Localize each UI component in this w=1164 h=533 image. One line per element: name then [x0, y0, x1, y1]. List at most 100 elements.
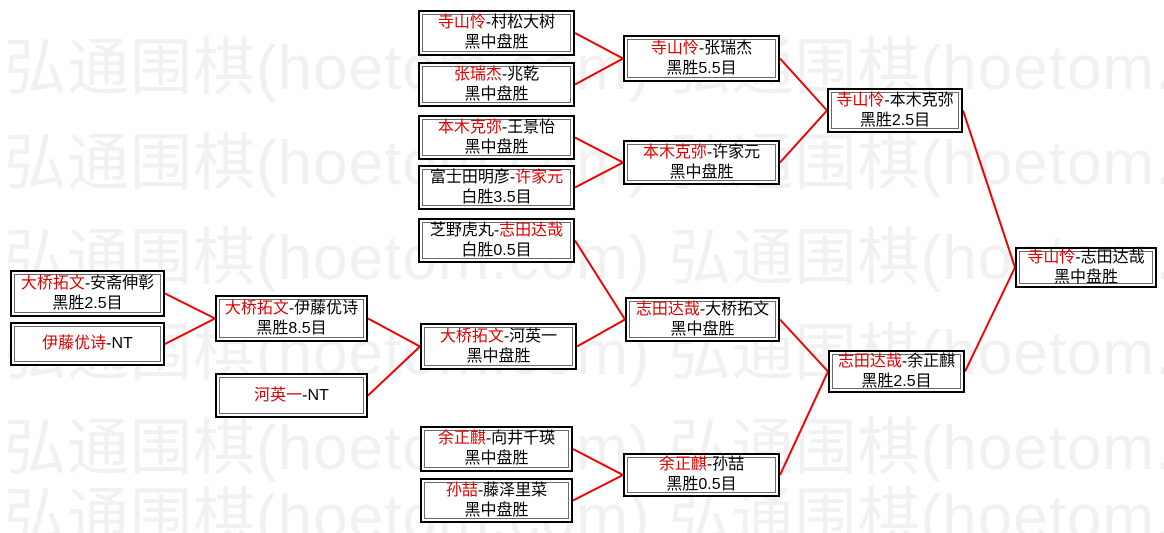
winner-name: 志田达哉 — [837, 352, 902, 370]
connector-line — [779, 318, 829, 373]
name-separator: - — [485, 430, 492, 447]
match-box-d2: 本木克弥-许家元黑中盘胜 — [623, 140, 780, 185]
match-players: 寺山怜-张瑞杰 — [651, 39, 752, 59]
match-result: 黑中盘胜 — [464, 501, 529, 519]
connector-line — [367, 317, 421, 348]
name-separator: - — [509, 168, 516, 186]
match-box-f1: 寺山怜-志田达哉黑中盘胜 — [1015, 247, 1157, 288]
winner-name: 大桥拓文 — [224, 299, 289, 317]
match-box-c3: 本木克弥-王景怡黑中盘胜 — [418, 115, 575, 160]
match-box-a2: 伊藤优诗-NT — [10, 322, 165, 366]
winner-name: 寺山怜 — [437, 14, 486, 31]
watermark-text: 弘通围棋(hoetom.com) 弘通围棋(hoetom.com) — [4, 34, 1164, 103]
match-result: 黑中盘胜 — [464, 138, 529, 156]
player-name: 志田达哉 — [1080, 248, 1145, 266]
match-box-a1: 大桥拓文-安斋伸彰黑胜2.5目 — [10, 270, 165, 317]
connector-line — [572, 474, 624, 502]
connector-line — [164, 292, 216, 320]
match-players: 余正麒-向井千瑛 — [438, 429, 555, 449]
match-players: 孙喆-藤泽里菜 — [446, 481, 547, 501]
connector-line — [574, 57, 624, 86]
connector-line — [164, 317, 216, 345]
match-result: 黑胜2.5目 — [861, 372, 932, 390]
connector-line — [574, 161, 624, 189]
winner-name: 志田达哉 — [499, 221, 564, 239]
watermark-text: 弘通围棋(hoetom.com) 弘通围棋(hoetom.com) — [4, 414, 1164, 483]
match-players: 大桥拓文-安斋伸彰 — [21, 274, 154, 294]
match-players: 寺山怜-村松大树 — [438, 13, 555, 33]
name-separator: - — [477, 481, 484, 499]
winner-name: 志田达哉 — [635, 300, 700, 318]
winner-name: 许家元 — [515, 168, 564, 186]
connector-line — [576, 318, 626, 348]
player-name: 村松大树 — [491, 14, 556, 31]
name-separator: - — [706, 143, 713, 161]
player-name: 河英一 — [509, 327, 558, 345]
match-box-c2: 张瑞杰-兆乾黑中盘胜 — [418, 62, 575, 107]
player-name: 安斋伸彰 — [90, 274, 155, 292]
name-separator: - — [493, 221, 500, 239]
winner-name: 本木克弥 — [642, 143, 707, 161]
winner-name: 张瑞杰 — [453, 65, 502, 83]
player-name: 伊藤优诗 — [294, 299, 359, 317]
match-players: 大桥拓文-河英一 — [440, 327, 557, 347]
name-separator: - — [706, 456, 713, 473]
match-result: 黑中盘胜 — [464, 85, 529, 103]
match-box-c6: 大桥拓文-河英一黑中盘胜 — [420, 323, 577, 370]
winner-name: 本木克弥 — [437, 118, 502, 136]
player-name: 向井千瑛 — [491, 430, 556, 447]
player-name: 余正麒 — [907, 352, 956, 370]
winner-name: 伊藤优诗 — [42, 335, 107, 352]
winner-name: 大桥拓文 — [20, 274, 85, 292]
connector-line — [779, 57, 828, 112]
winner-name: 孙喆 — [445, 481, 478, 499]
name-separator: - — [302, 386, 308, 404]
match-box-d4: 余正麒-孙喆黑胜0.5目 — [623, 453, 780, 497]
winner-name: 大桥拓文 — [439, 327, 504, 345]
match-box-e2: 志田达哉-余正麒黑胜2.5目 — [828, 350, 965, 393]
name-separator: - — [288, 299, 295, 317]
name-separator: - — [503, 327, 510, 345]
match-result: 黑中盘胜 — [464, 450, 529, 467]
match-box-d1: 寺山怜-张瑞杰黑胜5.5目 — [623, 35, 780, 82]
match-box-b2: 河英一-NT — [215, 373, 368, 418]
match-players: 张瑞杰-兆乾 — [454, 65, 539, 85]
connector-line — [574, 239, 626, 321]
name-separator: - — [501, 65, 508, 83]
connector-line — [367, 345, 421, 397]
watermark-text: 弘通围棋(hoetom.com) 弘通围棋(hoetom.com) — [4, 319, 1164, 388]
match-players: 伊藤优诗-NT — [42, 334, 133, 354]
connector-line — [574, 32, 624, 60]
player-name: 大桥拓文 — [705, 300, 770, 318]
match-box-e1: 寺山怜-本木克弥黑胜2.5目 — [827, 88, 963, 133]
match-result: 白胜0.5目 — [461, 241, 532, 259]
player-name: NT — [307, 386, 329, 404]
name-separator: - — [699, 300, 706, 318]
match-result: 黑胜8.5目 — [256, 319, 327, 337]
match-result: 黑胜2.5目 — [859, 111, 931, 129]
match-players: 芝野虎丸-志田达哉 — [430, 221, 563, 241]
match-box-c8: 孙喆-藤泽里菜黑中盘胜 — [420, 478, 573, 523]
match-players: 富士田明彦-许家元 — [430, 168, 563, 188]
player-name: NT — [111, 335, 133, 352]
name-separator: - — [1075, 248, 1081, 266]
match-box-d3: 志田达哉-大桥拓文黑中盘胜 — [625, 297, 780, 342]
match-players: 本木克弥-王景怡 — [438, 118, 555, 138]
match-box-b1: 大桥拓文-伊藤优诗黑胜8.5目 — [215, 295, 368, 342]
winner-name: 寺山怜 — [1027, 248, 1076, 266]
player-name: 藤泽里菜 — [483, 481, 548, 499]
connector-line — [572, 448, 624, 476]
winner-name: 寺山怜 — [650, 39, 699, 57]
match-players: 寺山怜-本木克弥 — [836, 91, 953, 111]
match-players: 志田达哉-余正麒 — [838, 352, 955, 372]
match-players: 河英一-NT — [254, 386, 329, 406]
match-result: 黑胜2.5目 — [52, 294, 123, 312]
name-separator: - — [901, 352, 908, 370]
match-result: 黑中盘胜 — [669, 163, 734, 181]
connector-line — [779, 109, 828, 164]
winner-name: 余正麒 — [437, 430, 486, 447]
name-separator: - — [84, 274, 91, 292]
connector-line — [779, 371, 829, 476]
match-result: 白胜3.5目 — [461, 188, 532, 206]
